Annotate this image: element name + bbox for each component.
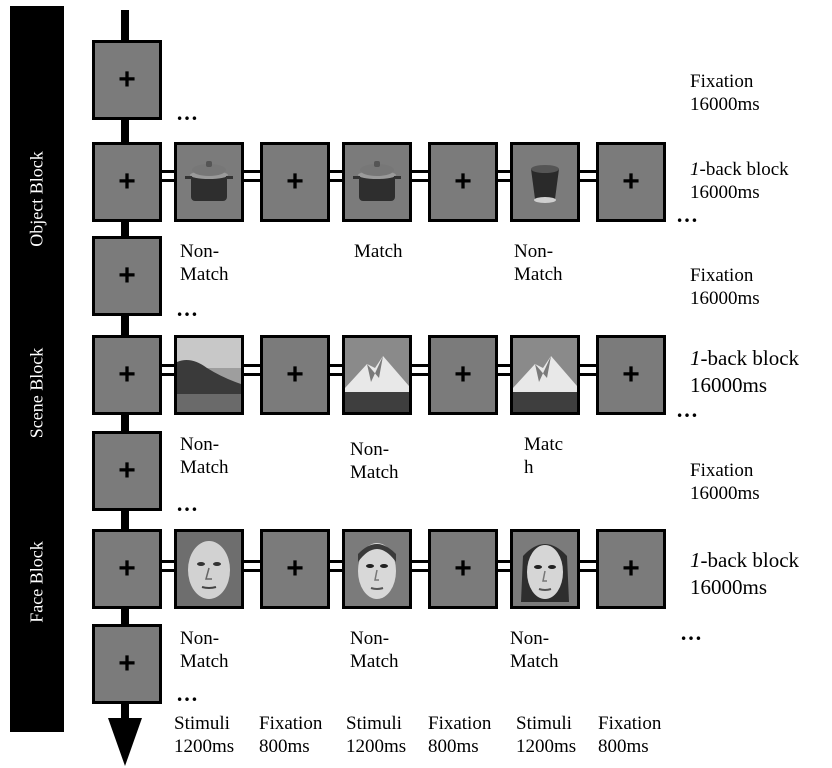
face-stimulus xyxy=(174,529,244,609)
fixation-cross: + xyxy=(454,165,472,198)
fixation-box: + xyxy=(92,529,162,609)
connector xyxy=(244,364,260,376)
face-stimulus xyxy=(342,529,412,609)
fixation-box: + xyxy=(92,431,162,511)
fixation-cross: + xyxy=(454,358,472,391)
face-stimulus xyxy=(510,529,580,609)
fixation-cross: + xyxy=(286,165,304,198)
connector xyxy=(244,560,260,572)
connector xyxy=(412,170,428,182)
connector xyxy=(162,364,174,376)
ellipsis: … xyxy=(176,296,199,321)
connector xyxy=(330,170,342,182)
connector xyxy=(498,364,510,376)
ellipsis: … xyxy=(676,397,699,422)
time-arrowhead xyxy=(108,718,142,766)
face-block-label: Face Block xyxy=(26,541,47,623)
connector xyxy=(162,170,174,182)
fixation-cross: + xyxy=(286,552,304,585)
scene-block-label: Scene Block xyxy=(26,347,47,439)
connector xyxy=(330,560,342,572)
response-label: Non-Match xyxy=(350,439,399,483)
response-label: Non-Match xyxy=(514,241,563,285)
object-stimulus-bucket xyxy=(510,142,580,222)
fixation-box: + xyxy=(596,335,666,415)
response-label: Non-Match xyxy=(180,434,229,478)
fixation-cross: + xyxy=(118,454,136,487)
fixation-cross: + xyxy=(454,552,472,585)
response-label: Non-Match xyxy=(180,241,229,285)
fixation-box: + xyxy=(92,335,162,415)
connector xyxy=(580,170,596,182)
fixation-box: + xyxy=(260,529,330,609)
ellipsis: … xyxy=(676,202,699,227)
connector xyxy=(580,364,596,376)
scene-stimulus-lake xyxy=(174,335,244,415)
fixation-box: + xyxy=(92,236,162,316)
fixation-box: + xyxy=(260,142,330,222)
connector xyxy=(498,560,510,572)
scene-stimulus-mountain xyxy=(342,335,412,415)
fixation-box: + xyxy=(92,142,162,222)
fixation-cross: + xyxy=(622,165,640,198)
response-label: Non-Match xyxy=(350,628,399,672)
fixation-box: + xyxy=(596,142,666,222)
connector xyxy=(498,170,510,182)
object-stimulus-pot xyxy=(174,142,244,222)
response-label: Non-Match xyxy=(180,628,229,672)
fixation-box: + xyxy=(260,335,330,415)
ellipsis: … xyxy=(680,620,703,645)
fixation-box: + xyxy=(428,529,498,609)
connector xyxy=(412,364,428,376)
fixation-box: + xyxy=(428,335,498,415)
ellipsis: … xyxy=(176,681,199,706)
fixation-cross: + xyxy=(622,552,640,585)
fixation-cross: + xyxy=(118,63,136,96)
ellipsis: … xyxy=(176,100,199,125)
connector xyxy=(330,364,342,376)
fixation-box: + xyxy=(596,529,666,609)
fixation-cross: + xyxy=(118,552,136,585)
response-label: Match xyxy=(354,241,403,262)
fixation-cross: + xyxy=(118,259,136,292)
fixation-cross: + xyxy=(286,358,304,391)
fixation-box: + xyxy=(428,142,498,222)
scene-stimulus-mountain xyxy=(510,335,580,415)
fixation-box: + xyxy=(92,624,162,704)
connector xyxy=(162,560,174,572)
connector xyxy=(244,170,260,182)
connector xyxy=(412,560,428,572)
fixation-cross: + xyxy=(118,647,136,680)
response-label: Non-Match xyxy=(510,628,559,672)
fixation-cross: + xyxy=(118,165,136,198)
fixation-cross: + xyxy=(118,358,136,391)
connector xyxy=(580,560,596,572)
ellipsis: … xyxy=(176,491,199,516)
fixation-box: + xyxy=(92,40,162,120)
block-sidebar: Object Block Scene Block Face Block xyxy=(10,6,64,732)
fixation-cross: + xyxy=(622,358,640,391)
object-stimulus-pot xyxy=(342,142,412,222)
object-block-label: Object Block xyxy=(26,151,47,247)
